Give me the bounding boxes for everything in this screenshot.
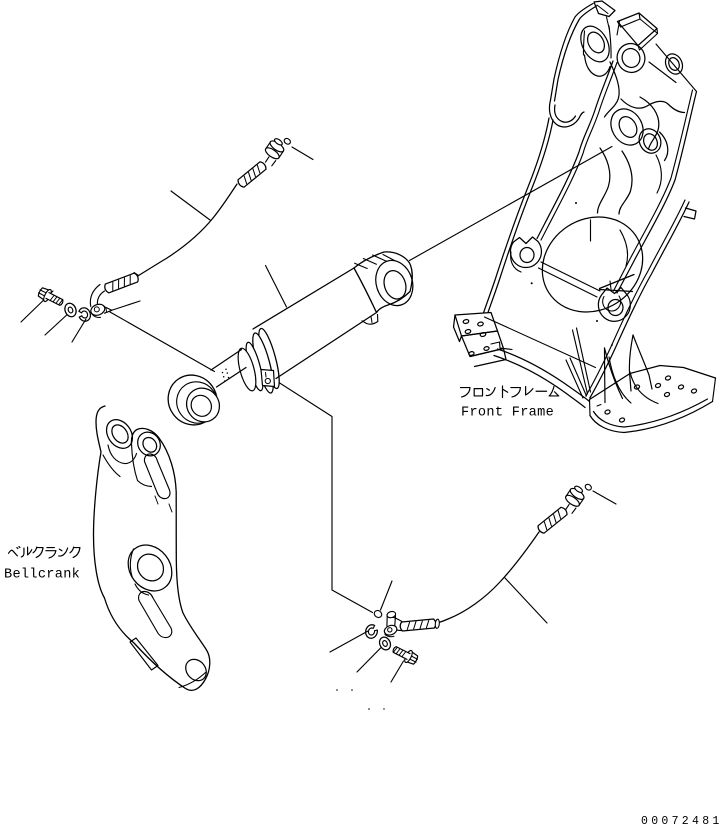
svg-text:0 0 0 7 2 4 8 1: 0 0 0 7 2 4 8 1 bbox=[641, 815, 719, 825]
svg-text:Bellcrank: Bellcrank bbox=[4, 568, 80, 583]
svg-text:Front Frame: Front Frame bbox=[461, 406, 554, 421]
